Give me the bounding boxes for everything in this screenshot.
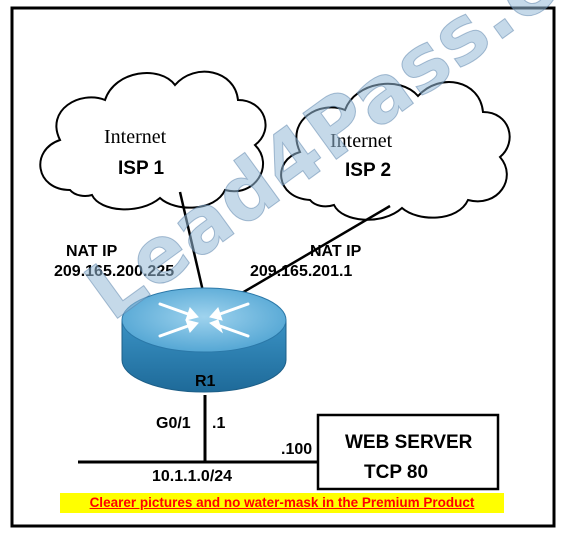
nat-left-ip: 209.165.200.225 xyxy=(54,263,175,280)
link-isp1-r1 xyxy=(178,191,207,301)
router-name: R1 xyxy=(195,373,216,390)
server-title: WEB SERVER xyxy=(345,432,473,453)
premium-banner: Clearer pictures and no water-mask in th… xyxy=(60,493,504,513)
router-host-octet: .1 xyxy=(212,415,226,432)
router-r1-icon xyxy=(121,287,287,393)
outer-border xyxy=(10,6,556,528)
web-server-box xyxy=(316,413,500,491)
server-host-octet: .100 xyxy=(281,441,313,458)
server-port: TCP 80 xyxy=(364,462,429,483)
cloud-isp1-label: ISP 1 xyxy=(118,158,165,179)
cloud-isp2-label: ISP 2 xyxy=(345,160,392,181)
nat-right-label: NAT IP xyxy=(310,243,362,260)
lan-subnet: 10.1.1.0/24 xyxy=(152,468,233,485)
cloud-isp2-icon xyxy=(280,81,511,221)
link-isp2-r1 xyxy=(229,204,391,302)
cloud-isp1-icon xyxy=(39,70,267,211)
nat-right-ip: 209.165.201.1 xyxy=(250,263,353,280)
cloud-isp1-word: Internet xyxy=(104,126,167,148)
nat-left-label: NAT IP xyxy=(66,243,118,260)
cloud-isp2-word: Internet xyxy=(330,130,393,152)
router-interface: G0/1 xyxy=(156,415,191,432)
